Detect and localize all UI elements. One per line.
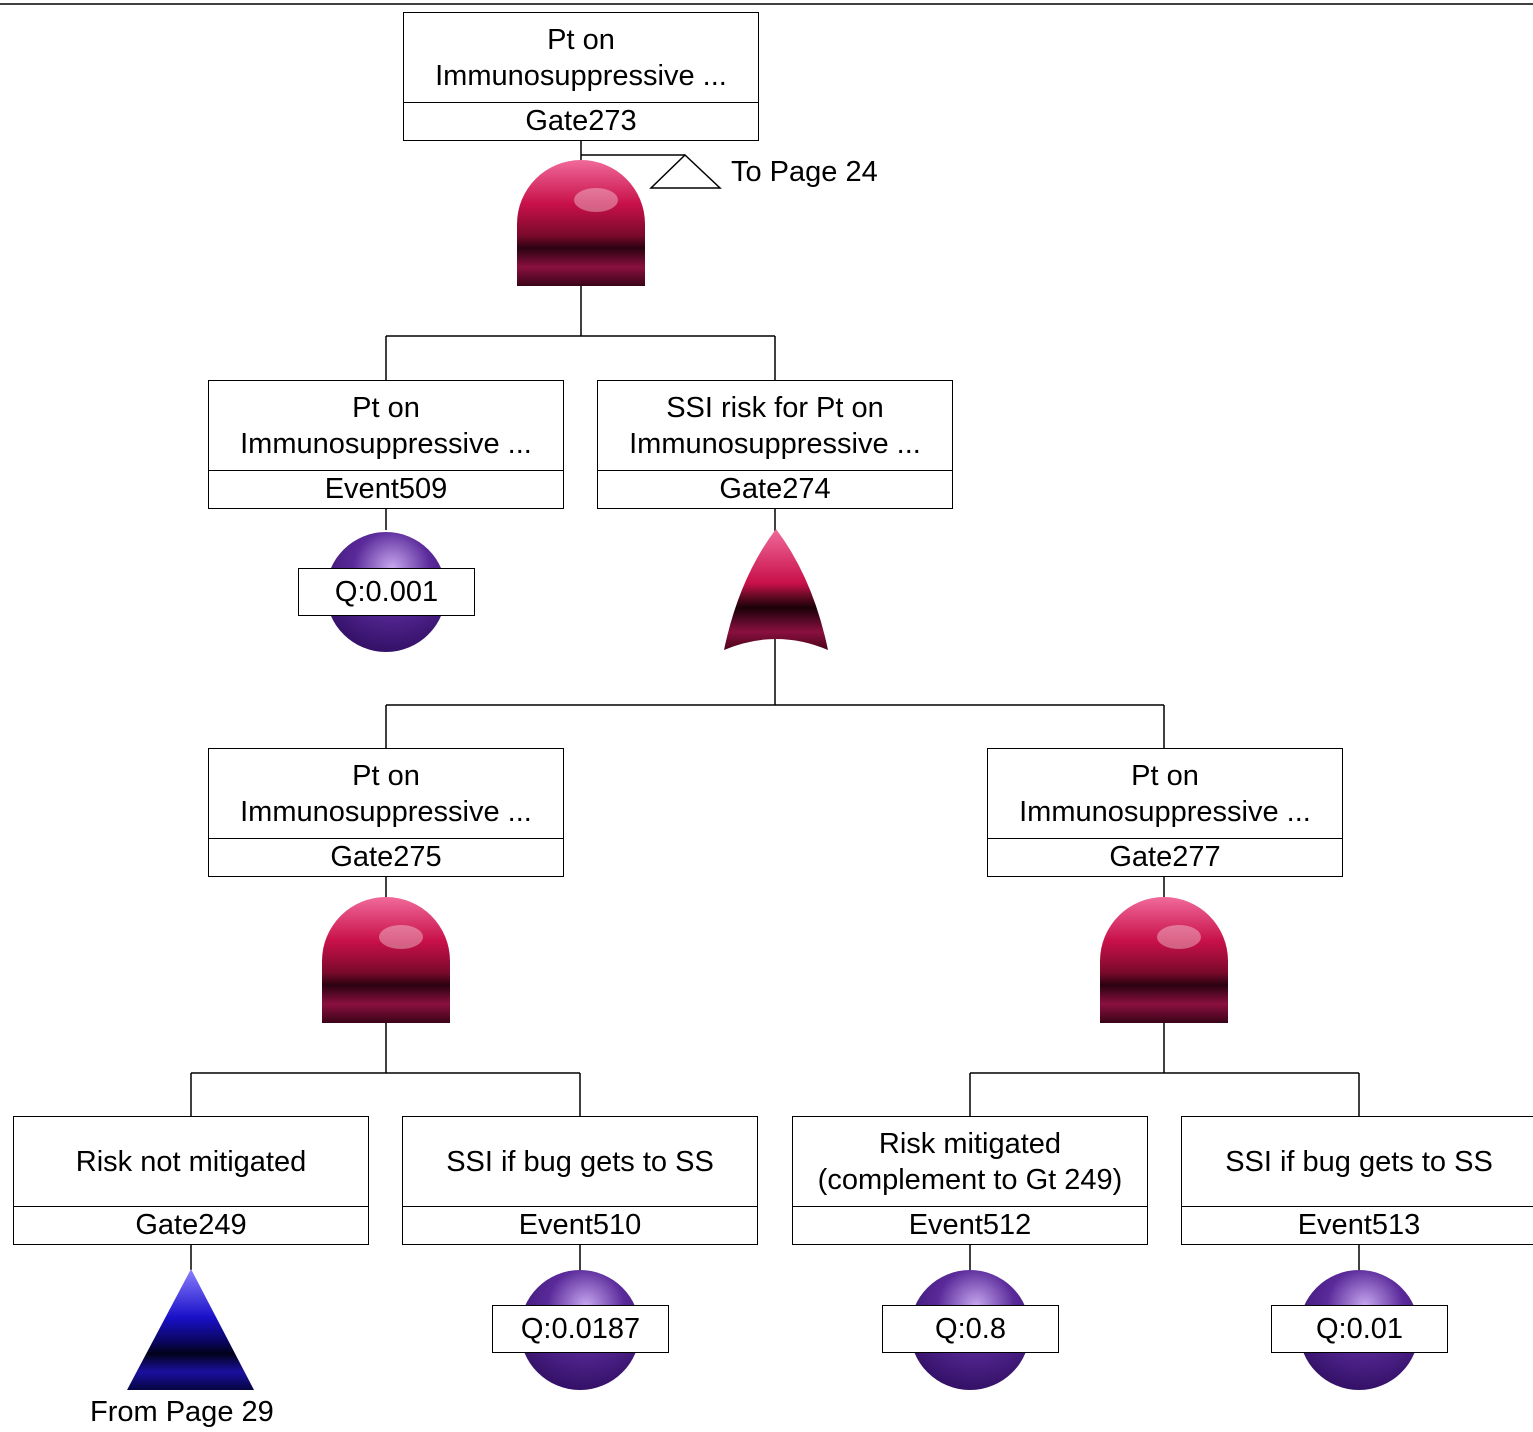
event510-probability: Q:0.0187 <box>492 1305 669 1353</box>
event512-box[interactable]: Risk mitigated (complement to Gt 249) Ev… <box>792 1116 1148 1245</box>
event510-box[interactable]: SSI if bug gets to SS Event510 <box>402 1116 758 1245</box>
event509-id: Event509 <box>324 473 448 505</box>
event509-description: Pt on Immunosuppressive ... <box>209 381 563 471</box>
gate249-id: Gate249 <box>135 1209 247 1241</box>
transfer-in-triangle-icon <box>127 1269 254 1390</box>
gate274-box[interactable]: SSI risk for Pt on Immunosuppressive ...… <box>597 380 953 509</box>
event509-probability: Q:0.001 <box>298 568 475 616</box>
gate275-box[interactable]: Pt on Immunosuppressive ... Gate275 <box>208 748 564 877</box>
gate277-description: Pt on Immunosuppressive ... <box>988 749 1342 839</box>
and-gate-icon <box>1100 897 1228 1023</box>
event512-id: Event512 <box>908 1209 1032 1241</box>
event512-description: Risk mitigated (complement to Gt 249) <box>793 1117 1147 1207</box>
event513-description: SSI if bug gets to SS <box>1182 1117 1533 1207</box>
event509-box[interactable]: Pt on Immunosuppressive ... Event509 <box>208 380 564 509</box>
gate274-id: Gate274 <box>719 473 831 505</box>
and-gate-icon <box>322 897 450 1023</box>
transfer-out-triangle-icon <box>649 153 722 189</box>
event510-id: Event510 <box>518 1209 642 1241</box>
from-page-label: From Page 29 <box>90 1396 274 1428</box>
event513-probability: Q:0.01 <box>1271 1305 1448 1353</box>
gate275-id: Gate275 <box>330 841 442 873</box>
gate274-description: SSI risk for Pt on Immunosuppressive ... <box>598 381 952 471</box>
or-gate-icon <box>724 529 828 650</box>
gate277-box[interactable]: Pt on Immunosuppressive ... Gate277 <box>987 748 1343 877</box>
gate249-description: Risk not mitigated <box>14 1117 368 1207</box>
event513-box[interactable]: SSI if bug gets to SS Event513 <box>1181 1116 1533 1245</box>
gate249-box[interactable]: Risk not mitigated Gate249 <box>13 1116 369 1245</box>
gate277-id: Gate277 <box>1109 841 1221 873</box>
event510-description: SSI if bug gets to SS <box>403 1117 757 1207</box>
gate275-description: Pt on Immunosuppressive ... <box>209 749 563 839</box>
and-gate-icon <box>517 160 645 286</box>
to-page-label: To Page 24 <box>731 156 878 188</box>
gate273-box[interactable]: Pt on Immunosuppressive ... Gate273 <box>403 12 759 141</box>
gate273-description: Pt on Immunosuppressive ... <box>404 13 758 103</box>
event512-probability: Q:0.8 <box>882 1305 1059 1353</box>
gate273-id: Gate273 <box>525 105 637 137</box>
event513-id: Event513 <box>1297 1209 1421 1241</box>
